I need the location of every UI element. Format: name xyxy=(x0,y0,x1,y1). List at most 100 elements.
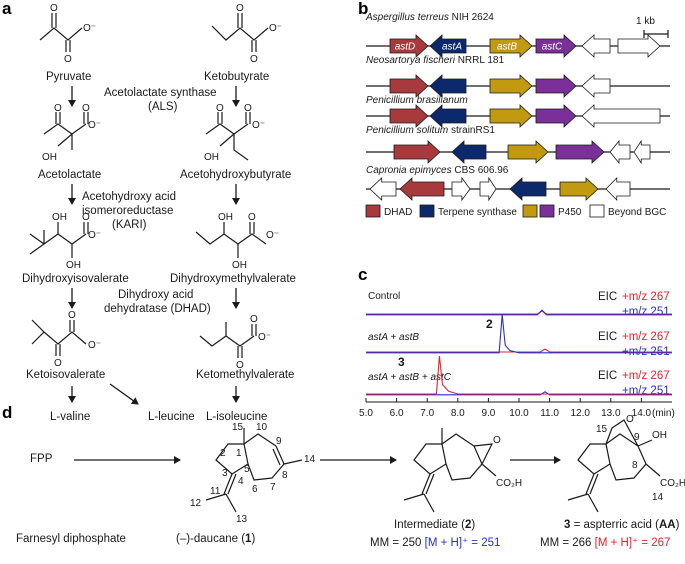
x-tick-label: 7.0 xyxy=(420,408,434,419)
gene-arrow-r3-g4 xyxy=(609,139,631,165)
trace-p1-mz251 xyxy=(366,314,672,354)
acetolactate-structure: O O O⁻ OH xyxy=(42,103,101,163)
svg-text:8: 8 xyxy=(632,460,638,471)
panel-label-b: b xyxy=(358,0,368,18)
gene-arrow-r2-g3 xyxy=(535,104,577,128)
gene-arrow-r4-g0 xyxy=(369,177,397,201)
svg-text:OH: OH xyxy=(218,212,233,223)
daucane-label: (–)-daucane (1) xyxy=(176,533,255,545)
svg-text:14: 14 xyxy=(652,492,664,503)
svg-text:O: O xyxy=(626,414,634,425)
ketomethylvalerate-label: Ketomethylvalerate xyxy=(196,369,294,381)
gene-arrow-r2-g0 xyxy=(389,104,429,128)
svg-text:OH: OH xyxy=(232,260,247,271)
svg-text:9: 9 xyxy=(634,432,640,443)
svg-text:O⁻: O⁻ xyxy=(88,120,101,131)
acetolactate-label: Acetolactate xyxy=(38,169,101,181)
svg-text:7: 7 xyxy=(270,482,276,493)
gene-arrow-r1-g2 xyxy=(489,74,533,98)
panel-b-gene-clusters: 1 kb Aspergillus terreus NIH 2624 Neosar… xyxy=(365,12,670,218)
gene-label-astD: astD xyxy=(395,42,416,53)
svg-text:O: O xyxy=(50,3,58,14)
trace-p0-mz251 xyxy=(366,309,672,316)
peak-label-2: 2 xyxy=(486,317,493,331)
intermediate-label: Intermediate (2) xyxy=(394,519,475,531)
svg-text:O⁻: O⁻ xyxy=(88,340,101,351)
gene-arrow-r4-g2 xyxy=(451,176,471,202)
gene-arrow-r1-g1 xyxy=(429,74,467,98)
als-label: Acetolactate synthase xyxy=(104,87,217,99)
acetohydroxybutyrate-structure: O O O⁻ OH xyxy=(204,103,265,163)
svg-text:O⁻: O⁻ xyxy=(258,332,271,343)
organism-label-4: Capronia epimyces CBS 606.96 xyxy=(366,165,509,176)
svg-text:O⁻: O⁻ xyxy=(269,23,282,34)
gene-arrow-r1-g0 xyxy=(389,74,429,98)
svg-text:OH: OH xyxy=(652,430,667,441)
gene-arrow-r1-g4 xyxy=(581,74,611,98)
farnesyl-label: Farnesyl diphosphate xyxy=(16,533,126,545)
svg-text:O: O xyxy=(54,358,62,369)
trace-label-2: astA + astB + astC xyxy=(368,372,452,383)
x-tick-label: 14.0 xyxy=(632,408,652,419)
svg-text:O: O xyxy=(236,3,244,14)
intermediate-structure: O CO₂H xyxy=(403,428,522,513)
gene-arrow-r4-g5 xyxy=(559,177,599,201)
svg-text:4: 4 xyxy=(238,476,244,487)
svg-text:10: 10 xyxy=(256,422,268,433)
x-tick-label: 8.0 xyxy=(451,408,465,419)
trace-p0-mz267 xyxy=(366,310,672,315)
svg-text:3: 3 xyxy=(222,468,228,479)
svg-text:O: O xyxy=(82,103,90,114)
gene-arrow-r3-g0 xyxy=(393,140,441,164)
x-tick-label: 9.0 xyxy=(481,408,495,419)
ketobutyrate-structure: O O O⁻ xyxy=(211,3,282,65)
svg-text:9: 9 xyxy=(276,436,282,447)
gene-arrow-r0-g1 xyxy=(429,34,467,58)
svg-text:OH: OH xyxy=(204,152,219,163)
kari-label-1: Acetohydroxy acid xyxy=(82,191,176,203)
organism-label-2: Penicillium brasilianum xyxy=(366,95,468,106)
kari-label-2: isomeroreductase xyxy=(82,205,173,217)
svg-text:O: O xyxy=(250,54,258,65)
gene-arrow-r4-g6 xyxy=(605,177,631,201)
legend-label-beyond: Beyond BGC xyxy=(608,207,666,218)
gene-arrow-r3-g5 xyxy=(633,139,651,165)
aspterric-acid-mass: MM = 266 [M + H]⁺ = 267 xyxy=(540,537,670,549)
svg-text:O⁻: O⁻ xyxy=(88,230,101,241)
x-tick-label: 6.0 xyxy=(390,408,404,419)
svg-text:15: 15 xyxy=(232,422,244,433)
legend-label-terpene: Terpene synthase xyxy=(438,207,517,218)
gene-arrow-r0-g5 xyxy=(617,34,661,58)
svg-text:12: 12 xyxy=(190,498,202,509)
gene-arrow-r2-g4 xyxy=(581,104,661,128)
svg-text:O⁻: O⁻ xyxy=(266,230,279,241)
peak-label-3: 3 xyxy=(398,355,405,369)
x-tick-label: 13.0 xyxy=(601,408,621,419)
svg-text:15: 15 xyxy=(596,424,608,435)
mz-red-label-1: +m/z 267 xyxy=(622,331,670,343)
svg-text:O⁻: O⁻ xyxy=(252,120,265,131)
dihydroxyisovalerate-structure: OH O O⁻ OH xyxy=(29,212,101,271)
mz-red-label-0: +m/z 267 xyxy=(622,291,670,303)
svg-text:O: O xyxy=(248,212,256,223)
gene-arrow-r2-g2 xyxy=(489,104,533,128)
svg-text:O: O xyxy=(68,310,76,321)
panel-label-a: a xyxy=(2,0,12,18)
acetohydroxybutyrate-label: Acetohydroxybutyrate xyxy=(180,169,291,181)
gene-arrow-r4-g4 xyxy=(509,177,547,201)
svg-text:O: O xyxy=(216,103,224,114)
svg-text:14: 14 xyxy=(304,454,316,465)
x-tick-label: 12.0 xyxy=(570,408,590,419)
gene-label-astB: astB xyxy=(497,42,517,53)
fpp-label: FPP xyxy=(30,453,53,465)
mz-red-label-2: +m/z 267 xyxy=(622,370,670,382)
trace-p2-mz267 xyxy=(366,355,672,395)
x-tick-label: 11.0 xyxy=(540,408,559,419)
svg-text:O: O xyxy=(493,435,501,446)
panel-a-pathway: O O O⁻ Pyruvate O O O⁻ Ketobutyrate Acet… xyxy=(22,3,296,423)
gene-arrow-r0-g0 xyxy=(389,34,429,58)
daucane-structure: 15 10 9 1 2 3 4 5 6 7 8 14 11 12 13 xyxy=(190,422,316,525)
gene-arrow-r3-g3 xyxy=(555,140,605,164)
